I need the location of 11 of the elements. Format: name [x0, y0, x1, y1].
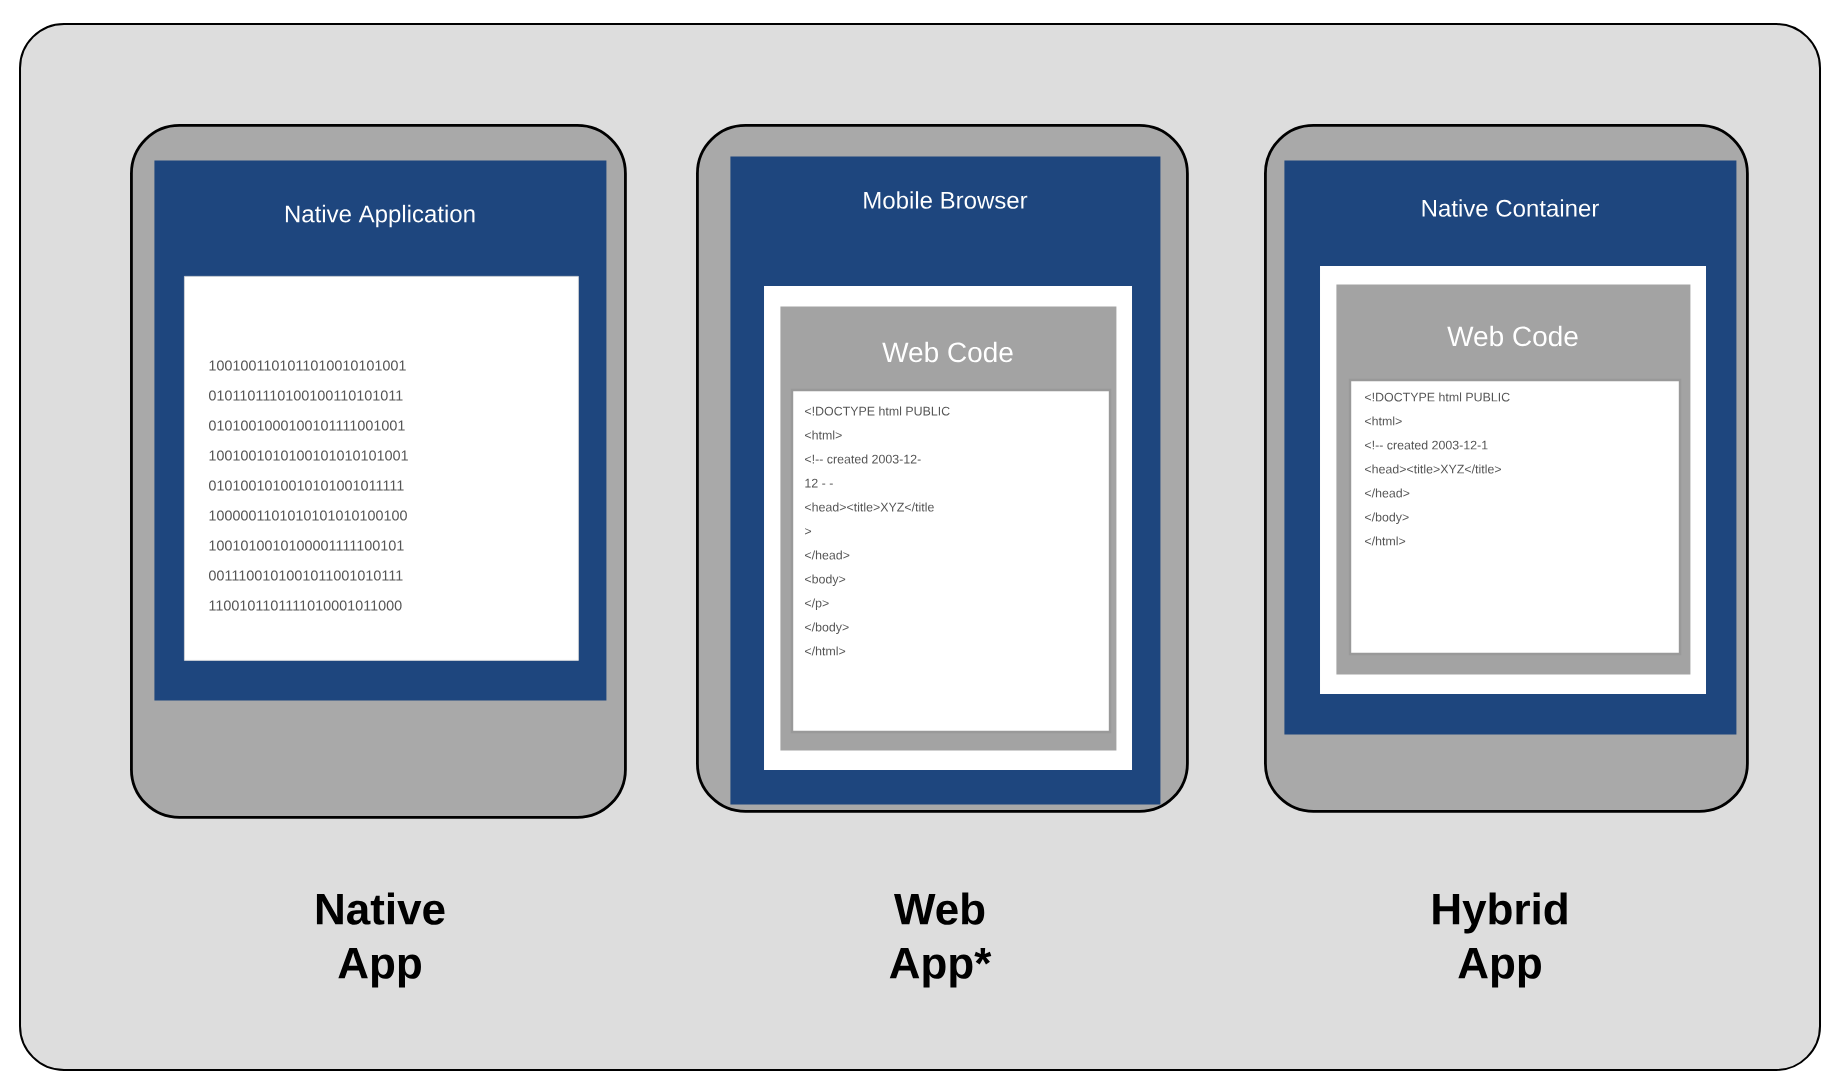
app-label: Web App* — [889, 892, 992, 988]
code-window — [764, 286, 1132, 770]
code-panel — [184, 276, 579, 661]
panel-title: Native Container — [1422, 199, 1599, 217]
panel-title: Mobile Browser — [864, 191, 1028, 209]
panel-title: Native Application — [285, 204, 475, 228]
code-window — [1320, 266, 1706, 694]
app-label: Hybrid App — [1433, 892, 1567, 988]
panel-title: Web Code — [882, 341, 1013, 363]
panel-title: Web Code — [1447, 325, 1578, 347]
app-label: Native App — [316, 892, 445, 988]
